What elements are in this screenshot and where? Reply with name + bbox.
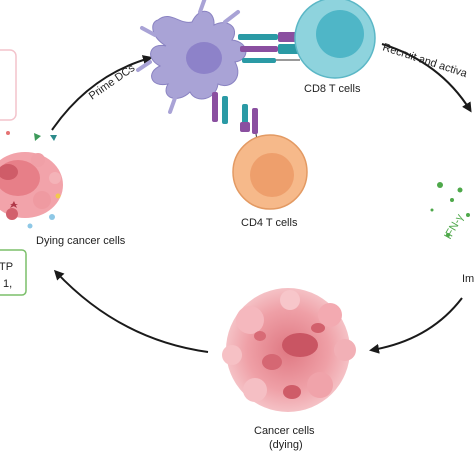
release-arrow [53, 269, 209, 353]
cd8-t-cells-label: CD8 T cells [304, 83, 361, 95]
cd4-t-cells-label: CD4 T cells [241, 217, 298, 229]
prime-dcs-arrow [51, 55, 153, 131]
dying-cancer-cells-cluster [0, 131, 63, 229]
right-partial-label: Im [462, 273, 474, 285]
cd8-t-cell [294, 0, 376, 79]
dendritic-cell [136, 0, 258, 114]
prime-dcs-label: Prime DCs [87, 62, 138, 103]
cd4-t-cell [232, 134, 308, 210]
antigen-triangle-icon [34, 133, 41, 141]
cancer-cells-label: Cancer cells [254, 425, 315, 437]
left-top-box [0, 49, 17, 121]
left-box-text-1: TP [0, 261, 13, 273]
dc-cd4-receptors [212, 92, 259, 147]
antigen-triangle-icon [50, 135, 57, 141]
dc-cd8-receptors [238, 32, 300, 63]
kill-arrow [369, 297, 463, 354]
left-bottom-box [0, 249, 27, 296]
ifn-gamma-cytokines [430, 182, 470, 237]
star-burst-icon [10, 201, 18, 208]
left-box-text-2: 1, [3, 278, 12, 290]
recruit-activate-label: Recruit and activa [381, 41, 469, 80]
ifn-gamma-label: IFN-γ [442, 212, 466, 242]
cancer-cells-cluster [222, 288, 356, 412]
dying-cancer-cells-label: Dying cancer cells [36, 235, 126, 247]
cancer-cells-sublabel: (dying) [269, 439, 303, 451]
recruit-activate-arrow [381, 43, 472, 113]
